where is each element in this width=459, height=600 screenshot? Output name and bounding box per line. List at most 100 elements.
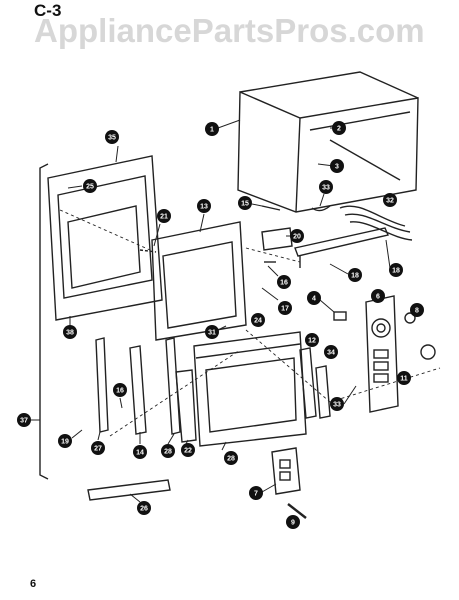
callout-26: 26 bbox=[129, 493, 151, 515]
door-seal bbox=[175, 369, 197, 443]
svg-text:38: 38 bbox=[66, 330, 74, 337]
wire-harness bbox=[339, 205, 406, 227]
callout-11: 11 bbox=[397, 371, 411, 385]
svg-text:28: 28 bbox=[164, 449, 172, 456]
callout-4: 4 bbox=[307, 291, 335, 313]
svg-text:13: 13 bbox=[200, 204, 208, 211]
hinge-strip-b bbox=[129, 345, 147, 435]
part-drawings bbox=[39, 71, 441, 519]
switch bbox=[333, 311, 347, 321]
callout-19: 19 bbox=[58, 429, 83, 448]
lamp bbox=[404, 312, 416, 324]
callout-31: 31 bbox=[205, 325, 227, 339]
latch-pin bbox=[287, 503, 307, 519]
callout-7: 7 bbox=[249, 483, 277, 500]
svg-text:2: 2 bbox=[337, 126, 341, 133]
callout-14: 14 bbox=[133, 432, 147, 459]
svg-text:11: 11 bbox=[400, 376, 408, 383]
callout-12: 12 bbox=[305, 333, 319, 347]
callout-27: 27 bbox=[91, 431, 105, 455]
door-assembly bbox=[193, 331, 307, 447]
callout-24: 24 bbox=[251, 313, 265, 327]
svg-text:4: 4 bbox=[312, 296, 316, 303]
svg-text:27: 27 bbox=[94, 446, 102, 453]
assembly-bracket bbox=[39, 163, 49, 480]
svg-text:31: 31 bbox=[208, 330, 216, 337]
svg-text:33: 33 bbox=[322, 185, 330, 192]
svg-text:26: 26 bbox=[140, 506, 148, 513]
callout-8: 8 bbox=[410, 303, 424, 317]
svg-text:22: 22 bbox=[184, 448, 192, 455]
svg-text:12: 12 bbox=[308, 338, 316, 345]
latch-plate bbox=[271, 447, 301, 495]
callout-9: 9 bbox=[286, 515, 300, 529]
svg-text:9: 9 bbox=[291, 520, 295, 527]
callout-20: 20 bbox=[286, 229, 304, 243]
callout-35: 35 bbox=[105, 130, 119, 163]
callout-2: 2 bbox=[330, 121, 346, 135]
callout-16a: 16 bbox=[113, 383, 127, 409]
hinge-strip-a bbox=[95, 337, 109, 433]
svg-text:7: 7 bbox=[254, 491, 258, 498]
callout-25: 25 bbox=[67, 179, 97, 193]
callout-28a: 28 bbox=[161, 433, 175, 458]
inner-panel bbox=[151, 221, 247, 341]
svg-text:6: 6 bbox=[376, 294, 380, 301]
callout-16b: 16 bbox=[267, 265, 291, 289]
callout-6: 6 bbox=[371, 289, 385, 303]
callout-1: 1 bbox=[205, 119, 241, 136]
callout-33: 33 bbox=[319, 180, 333, 207]
callout-21: 21 bbox=[153, 209, 171, 247]
svg-text:8: 8 bbox=[415, 308, 419, 315]
page-number: 6 bbox=[30, 578, 37, 590]
svg-text:19: 19 bbox=[61, 439, 69, 446]
callout-17: 17 bbox=[261, 287, 292, 315]
callout-32: 32 bbox=[383, 193, 397, 207]
timer-knob bbox=[420, 344, 436, 360]
front-frame bbox=[47, 155, 163, 321]
svg-text:16: 16 bbox=[116, 388, 124, 395]
svg-text:25: 25 bbox=[86, 184, 94, 191]
callout-13: 13 bbox=[197, 199, 211, 233]
svg-text:33: 33 bbox=[333, 402, 341, 409]
callout-22: 22 bbox=[181, 439, 195, 457]
svg-text:32: 32 bbox=[386, 198, 394, 205]
svg-text:3: 3 bbox=[335, 164, 339, 171]
callout-33b: 33 bbox=[330, 385, 357, 411]
callout-28b: 28 bbox=[221, 441, 238, 465]
section-label: C-3 bbox=[34, 1, 62, 20]
svg-text:21: 21 bbox=[160, 214, 168, 221]
svg-text:28: 28 bbox=[227, 456, 235, 463]
callout-34: 34 bbox=[324, 345, 338, 359]
callout-15: 15 bbox=[238, 196, 263, 210]
bottom-trim bbox=[87, 479, 171, 501]
svg-text:37: 37 bbox=[20, 418, 28, 425]
svg-text:1: 1 bbox=[210, 127, 214, 134]
hinge-strip-c bbox=[165, 337, 181, 435]
side-trim bbox=[299, 347, 317, 419]
svg-text:16: 16 bbox=[280, 280, 288, 287]
callout-38: 38 bbox=[63, 316, 77, 339]
svg-text:20: 20 bbox=[293, 234, 301, 241]
watermark: AppliancePartsPros.com bbox=[34, 12, 425, 49]
svg-text:15: 15 bbox=[241, 201, 249, 208]
svg-text:35: 35 bbox=[108, 135, 116, 142]
svg-text:18: 18 bbox=[351, 273, 359, 280]
support-bracket bbox=[294, 227, 389, 257]
svg-text:17: 17 bbox=[281, 306, 289, 313]
callout-18b: 18 bbox=[385, 239, 403, 277]
clip bbox=[311, 205, 331, 212]
choke-strip bbox=[315, 365, 331, 419]
callout-layer: 1 2 3 4 6 7 8 9 11 12 13 14 15 16 16 17 … bbox=[17, 119, 424, 529]
control-panel bbox=[365, 295, 399, 413]
svg-text:14: 14 bbox=[136, 450, 144, 457]
callout-18a: 18 bbox=[329, 263, 362, 282]
callout-37: 37 bbox=[17, 413, 40, 427]
mount-bracket bbox=[261, 227, 293, 251]
svg-text:34: 34 bbox=[327, 350, 335, 357]
svg-text:18: 18 bbox=[392, 268, 400, 275]
callout-3: 3 bbox=[317, 159, 344, 173]
svg-text:24: 24 bbox=[254, 318, 262, 325]
